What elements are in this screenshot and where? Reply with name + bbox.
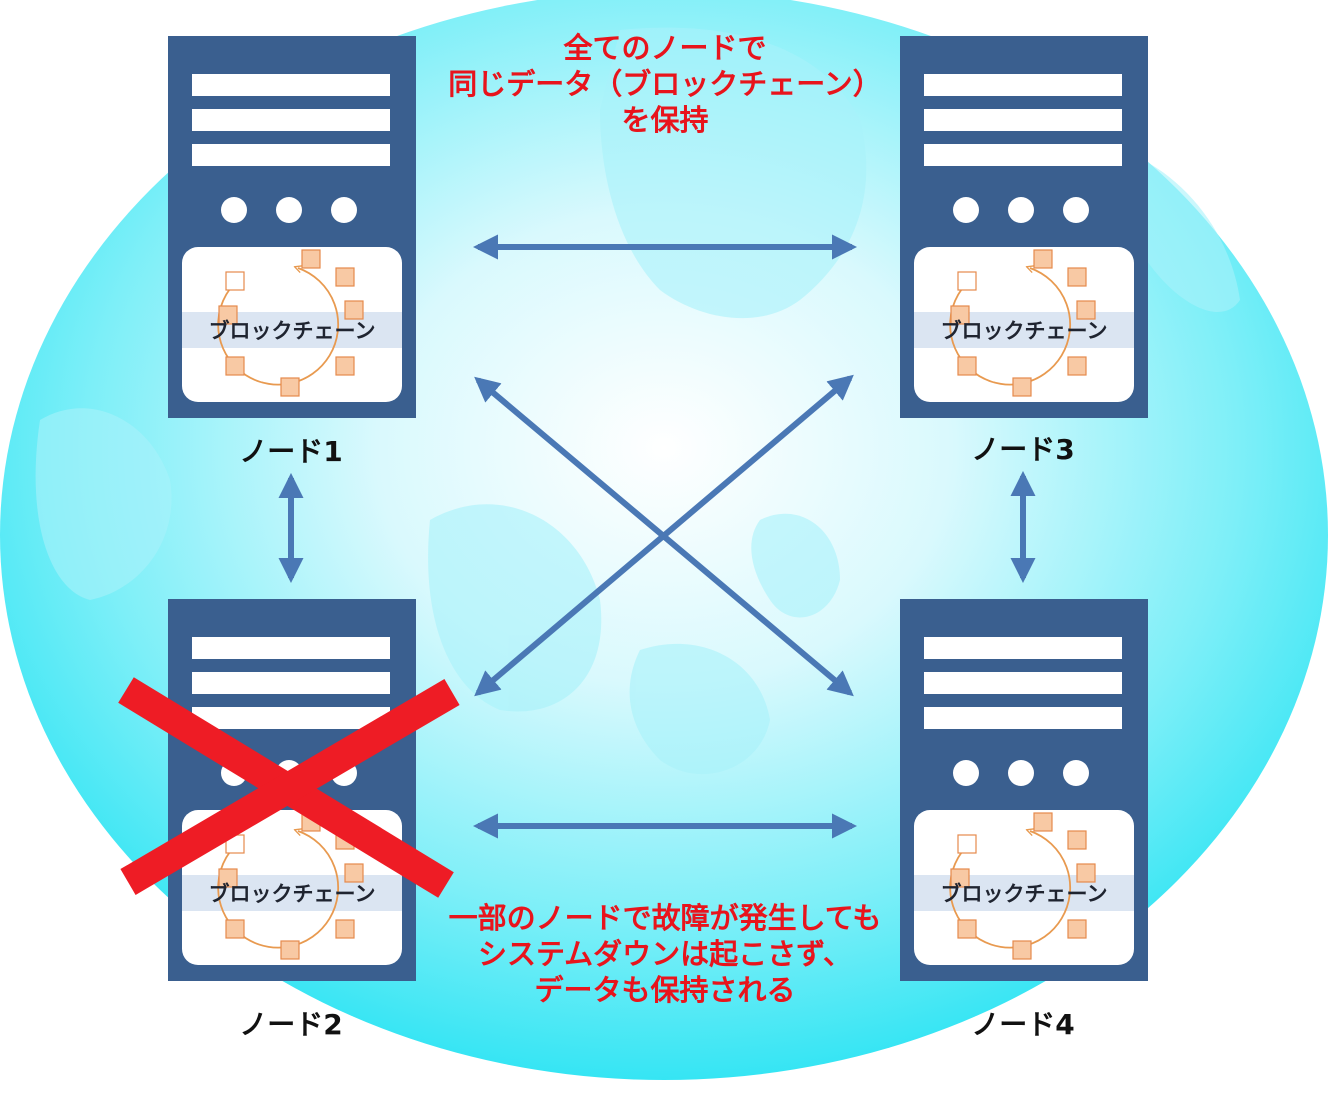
chain-label: ブロックチェーン [209, 319, 376, 343]
node-label-1: ノード1 [239, 435, 343, 468]
caption-top-line: 同じデータ（ブロックチェーン） [448, 67, 882, 101]
server-node4: ブロックチェーン [900, 599, 1148, 981]
chain-label: ブロックチェーン [209, 882, 376, 906]
caption-bottom-line: 一部のノードで故障が発生しても [448, 901, 882, 935]
chain-label: ブロックチェーン [941, 319, 1108, 343]
caption-bottom-line: データも保持される [534, 973, 796, 1007]
arrow-node3-node2 [474, 374, 854, 697]
server-node3: ブロックチェーン [900, 36, 1148, 418]
server-node1: ブロックチェーン [168, 36, 416, 418]
server-node2: ブロックチェーン [168, 599, 416, 981]
node-label-2: ノード2 [239, 1008, 343, 1041]
caption-top-line: 全てのノードで [563, 31, 767, 65]
caption-top: 全てのノードで 同じデータ（ブロックチェーン） を保持 [440, 30, 890, 138]
failure-x-icon [118, 677, 460, 898]
caption-top-line: を保持 [621, 103, 709, 137]
caption-bottom: 一部のノードで故障が発生しても システムダウンは起こさず、 データも保持される [420, 900, 910, 1008]
chain-label: ブロックチェーン [941, 882, 1108, 906]
caption-bottom-line: システムダウンは起こさず、 [477, 937, 853, 971]
connection-arrows [278, 234, 1036, 839]
node-label-3: ノード3 [971, 433, 1075, 466]
node-label-4: ノード4 [971, 1008, 1075, 1041]
